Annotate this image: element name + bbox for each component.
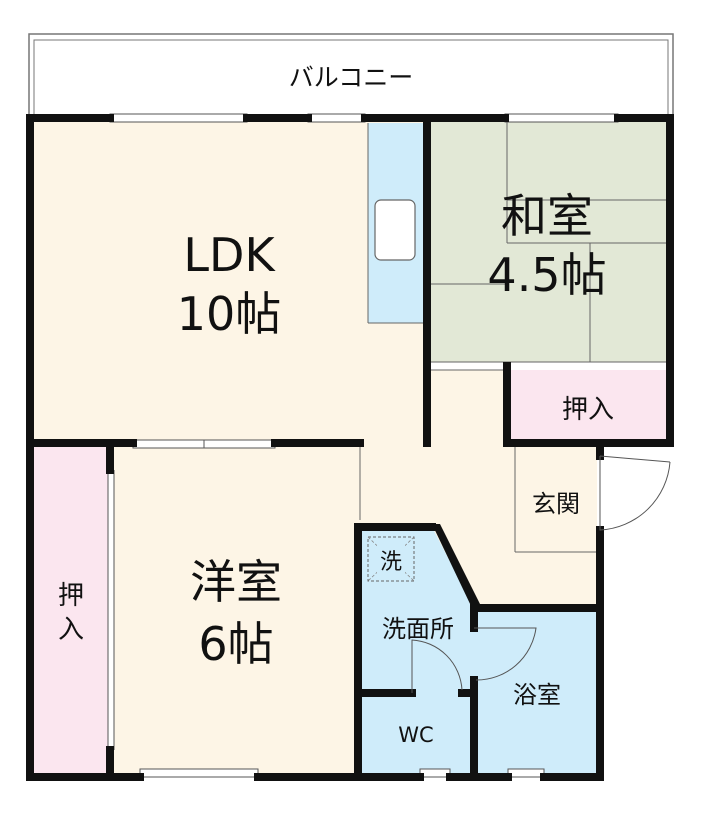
washer-pan: [367, 536, 415, 582]
wc-floor: [360, 693, 472, 773]
youshitsu-name: 洋室: [190, 555, 282, 609]
ldk-name: LDK: [183, 228, 276, 282]
washitsu-floor: [430, 118, 668, 362]
washer-label-bg: [377, 545, 405, 573]
youshitsu-floor: [114, 447, 360, 773]
washitsu-oshiire-floor: [507, 370, 668, 439]
walls: [26, 114, 674, 781]
sink: [374, 199, 416, 261]
washroom-diagonal-wall: [432, 524, 480, 608]
youshitsu-size: 6帖: [198, 617, 273, 671]
washitsu-name: 和室: [501, 189, 593, 243]
balcony-label-bg: [282, 62, 420, 92]
washitsu-size: 4.5帖: [487, 248, 606, 302]
washitsu-oshiire-label: 押入: [562, 395, 614, 425]
youshitsu-oshiire-label-2: 入: [58, 615, 84, 645]
yokushitsu-floor: [474, 612, 598, 773]
ldk-floor: [34, 118, 425, 440]
youshitsu-oshiire-label-1: 押: [58, 581, 84, 611]
senmenjo-label: 洗面所: [382, 615, 454, 643]
youshitsu-oshiire-floor: [34, 447, 108, 773]
washer-label: 洗: [380, 550, 402, 575]
yokushitsu-label: 浴室: [513, 681, 561, 709]
doors: [411, 455, 671, 693]
genkan-label: 玄関: [532, 490, 580, 518]
balcony-label: バルコニー: [289, 63, 414, 92]
wc-label: WC: [398, 723, 433, 747]
detail-lines: [359, 118, 668, 553]
ldk-size: 10帖: [177, 287, 282, 341]
